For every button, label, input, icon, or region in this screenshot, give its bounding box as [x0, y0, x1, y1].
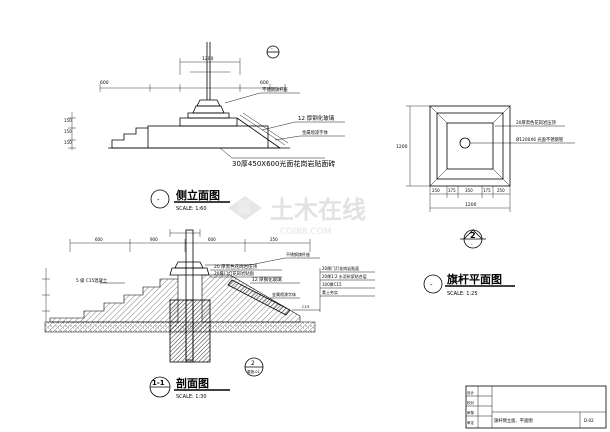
plan-drawing: 1200 250 175 350 175 250 1200 20厚黑色花岗岩压顶… [396, 105, 575, 297]
elev-top-dim: 1200 [202, 56, 214, 62]
plan-width-dim: 1200 [465, 202, 477, 208]
elevation-title-circle [150, 189, 170, 209]
sec-callout-c15: C15 [302, 304, 310, 309]
svg-text:原施-01: 原施-01 [247, 369, 260, 374]
sec-callout-r2: 20厚1:2 水泥砂浆结合层 [322, 273, 367, 279]
svg-text:175: 175 [483, 188, 491, 193]
callout-paving: 30厚450X600光面花岗岩贴面砖 [232, 159, 335, 168]
flagpole-base-cap [196, 99, 221, 107]
elev-dim-right: 600 [260, 80, 269, 86]
svg-text:150: 150 [64, 118, 72, 123]
title-block-name: 旗杆侧立面、平面图 [494, 417, 533, 424]
title-block-code: D-02 [584, 418, 594, 423]
title-block-frame [465, 385, 607, 429]
svg-text:250: 250 [270, 237, 278, 242]
callout-flagpole-base: 不锈钢旗杆座 [262, 86, 288, 93]
svg-text:2: 2 [251, 360, 255, 367]
plan-outer-square [429, 105, 511, 187]
plan-callout-top: 20厚黑色花岗岩压顶 [516, 119, 557, 126]
sec-callout-r1: 20厚门灯花岗岩贴面 [322, 265, 359, 271]
elevation-scale: SCALE: 1:60 [176, 206, 207, 212]
svg-text:350: 350 [465, 188, 473, 193]
plan-marker: 2 [470, 231, 476, 240]
svg-text:175: 175 [448, 188, 456, 193]
svg-text:校对: 校对 [467, 400, 475, 405]
plan-title: 旗杆平面图 [447, 272, 502, 286]
svg-text:600: 600 [95, 237, 103, 242]
svg-text:600: 600 [208, 237, 216, 242]
callout-glass: 12 厚钢化玻璃 [298, 114, 335, 122]
svg-text:-: - [430, 281, 433, 289]
plan-scale: SCALE: 1:25 [447, 291, 478, 297]
watermark-cn: 土木在线 [270, 196, 366, 224]
sec-callout-r4: 素土夯实 [322, 289, 338, 295]
plan-inner-square [446, 122, 494, 170]
svg-text:-: - [471, 242, 473, 247]
title-block: 设计 校对 审核 审定 旗杆侧立面、平面图 D-02 [465, 385, 607, 429]
watermark: 土木在线 COI88.COM [228, 196, 366, 237]
svg-text:250: 250 [432, 188, 440, 193]
elevation-title: 侧立面图 [176, 188, 220, 202]
svg-text:150: 150 [64, 140, 72, 145]
svg-text:审定: 审定 [467, 420, 475, 425]
sec-callout-lamp: 金属喷漆字体 [272, 291, 296, 297]
section-label: 1-1 [152, 379, 165, 387]
sec-callout-glass: 12 厚钢化玻璃 [252, 276, 282, 283]
plan-callout-side: Ø1200X6 光面不锈钢管 [516, 136, 564, 143]
sec-callout-steps: 5 级 C15混凝土 [76, 277, 108, 284]
svg-text:900: 900 [150, 237, 158, 242]
sec-callout-r3: 100厚C15 [322, 282, 342, 287]
section-glass-strip [227, 279, 291, 316]
svg-text:设计: 设计 [467, 390, 475, 395]
svg-text:审核: 审核 [467, 410, 475, 415]
sec-callout-flagpole: 不锈钢旗杆座 [286, 251, 310, 257]
svg-text:250: 250 [497, 188, 505, 193]
section-footing [169, 299, 211, 363]
section-steps-left [49, 275, 179, 323]
plan-title-circle [423, 274, 443, 294]
svg-text:-: - [271, 46, 273, 52]
sec-callout-face: 20厚门灯花岗岩贴面 [214, 270, 255, 277]
plan-flagpole-hole [459, 137, 471, 149]
watermark-en: COI88.COM [280, 227, 331, 237]
section-scale: SCALE: 1:30 [176, 394, 207, 400]
callout-lamp: 金属喷漆字体 [302, 129, 328, 136]
svg-text:150: 150 [64, 129, 72, 134]
section-drawing: 600 900 600 250 不锈钢旗杆座 20 厚黑色花 [42, 229, 375, 400]
elevation-drawing: 1200 600 600 - 150 [64, 42, 345, 212]
sec-callout-cap: 20 厚黑色花岗岩压顶 [214, 263, 258, 270]
section-title: 剖面图 [176, 376, 209, 390]
svg-text:-: - [157, 196, 160, 204]
elevation-body [147, 125, 269, 149]
plan-height-dim: 1200 [396, 144, 408, 150]
elev-dim-left: 600 [100, 80, 109, 86]
